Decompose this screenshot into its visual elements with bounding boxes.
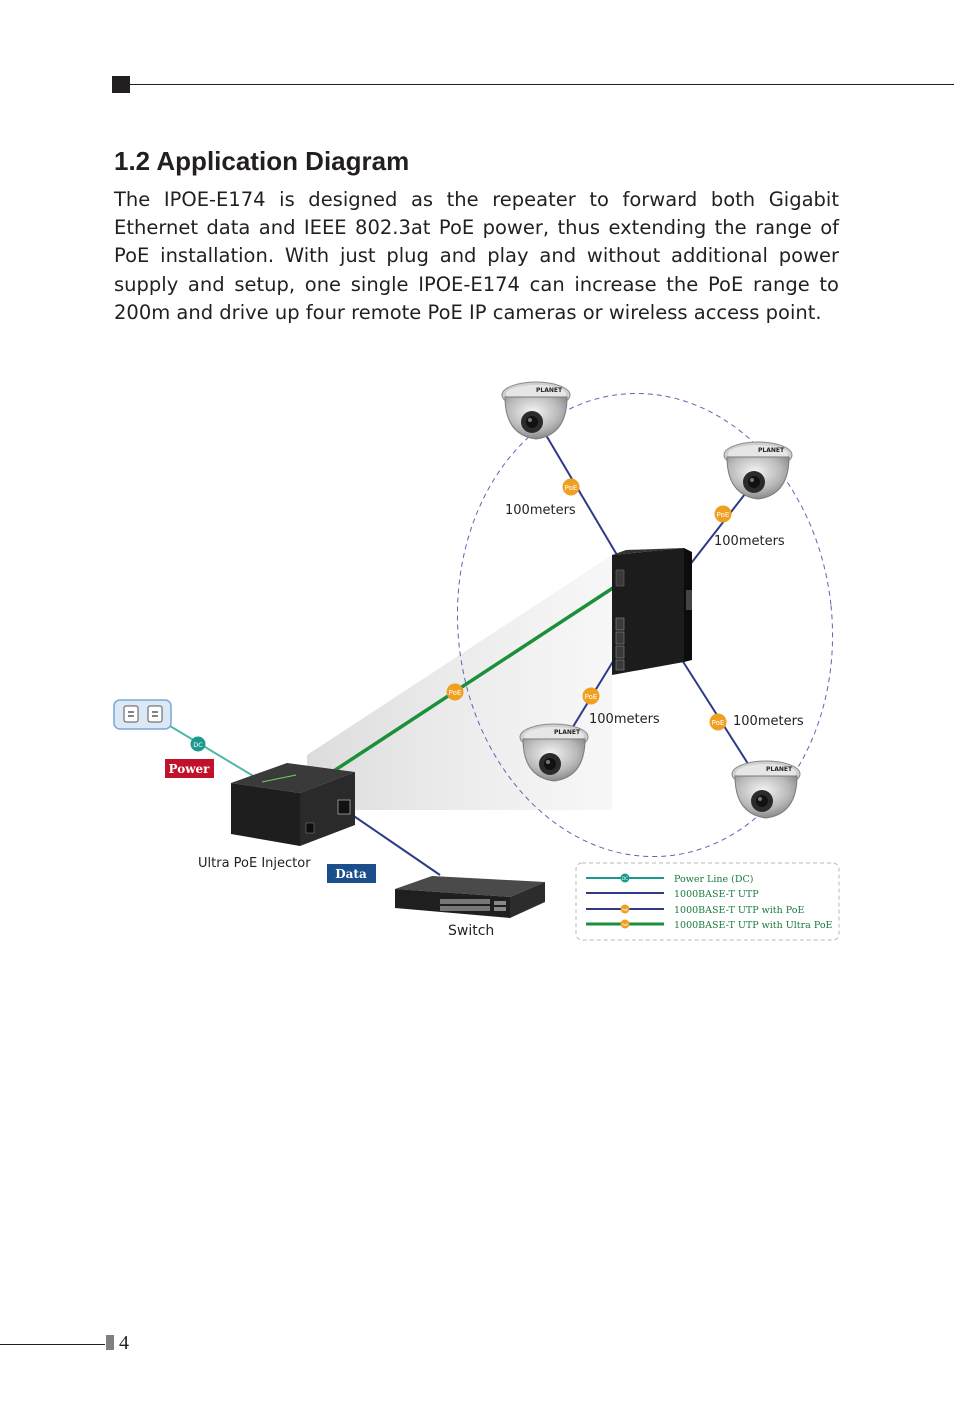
svg-text:PoE: PoE <box>712 719 725 727</box>
switch-label: Switch <box>448 923 494 939</box>
power-tag: Power <box>165 759 214 778</box>
power-outlet <box>113 699 172 730</box>
dc-badge: DC <box>190 736 206 752</box>
footer-marker <box>106 1335 114 1350</box>
link-ultra-poe <box>319 580 623 782</box>
svg-text:PoE: PoE <box>717 511 730 519</box>
svg-text:PoE: PoE <box>622 923 628 927</box>
camera-logo: PLANET <box>536 387 563 394</box>
distance-label: 100meters <box>714 534 785 549</box>
network-switch <box>395 876 545 918</box>
poe-badge: PoE <box>714 505 732 523</box>
poe-badge: PoE <box>446 683 464 701</box>
svg-text:Data: Data <box>335 867 367 881</box>
camera-logo: PLANET <box>554 729 581 736</box>
section-heading: 1.2 Application Diagram <box>114 146 410 176</box>
ultra-poe-injector <box>231 763 355 846</box>
injector-label: Ultra PoE Injector <box>198 856 311 871</box>
svg-text:PoE: PoE <box>449 689 462 697</box>
application-diagram: PLANET PLANET PLANET PLANET PoE PoE PoE … <box>113 381 840 941</box>
header-rule <box>130 84 954 85</box>
legend-label: 1000BASE-T UTP <box>674 889 759 900</box>
distance-label: 100meters <box>505 503 576 518</box>
link-dc-power <box>159 719 256 778</box>
legend-label: Power Line (DC) <box>674 874 753 885</box>
link-data-switch <box>344 809 441 876</box>
camera-logo: PLANET <box>766 766 793 773</box>
coverage-ellipse <box>456 392 834 858</box>
svg-text:PoE: PoE <box>585 693 598 701</box>
header-marker <box>112 76 130 93</box>
distance-label: 100meters <box>589 712 660 727</box>
svg-text:PoE: PoE <box>622 908 628 912</box>
diagram-legend: DC Power Line (DC) 1000BASE-T UTP PoE 10… <box>575 862 840 941</box>
section-body: The IPOE-E174 is designed as the repeate… <box>114 188 839 324</box>
legend-label: 1000BASE-T UTP with Ultra PoE <box>674 920 833 931</box>
camera-logo: PLANET <box>758 447 785 454</box>
svg-text:Power: Power <box>169 762 211 776</box>
distance-label: 100meters <box>733 714 804 729</box>
footer-rule <box>0 1344 105 1345</box>
data-tag: Data <box>327 864 376 883</box>
poe-badge: PoE <box>709 713 727 731</box>
link-camera-2 <box>681 484 753 576</box>
poe-extender-device <box>612 548 692 675</box>
legend-label: 1000BASE-T UTP with PoE <box>674 905 804 916</box>
poe-badge: PoE <box>582 687 600 705</box>
page-number: 4 <box>119 1332 129 1354</box>
link-camera-1 <box>539 424 621 561</box>
poe-badge: PoE <box>562 478 580 496</box>
svg-text:DC: DC <box>193 741 203 749</box>
svg-text:DC: DC <box>622 876 628 881</box>
svg-text:PoE: PoE <box>565 484 578 492</box>
